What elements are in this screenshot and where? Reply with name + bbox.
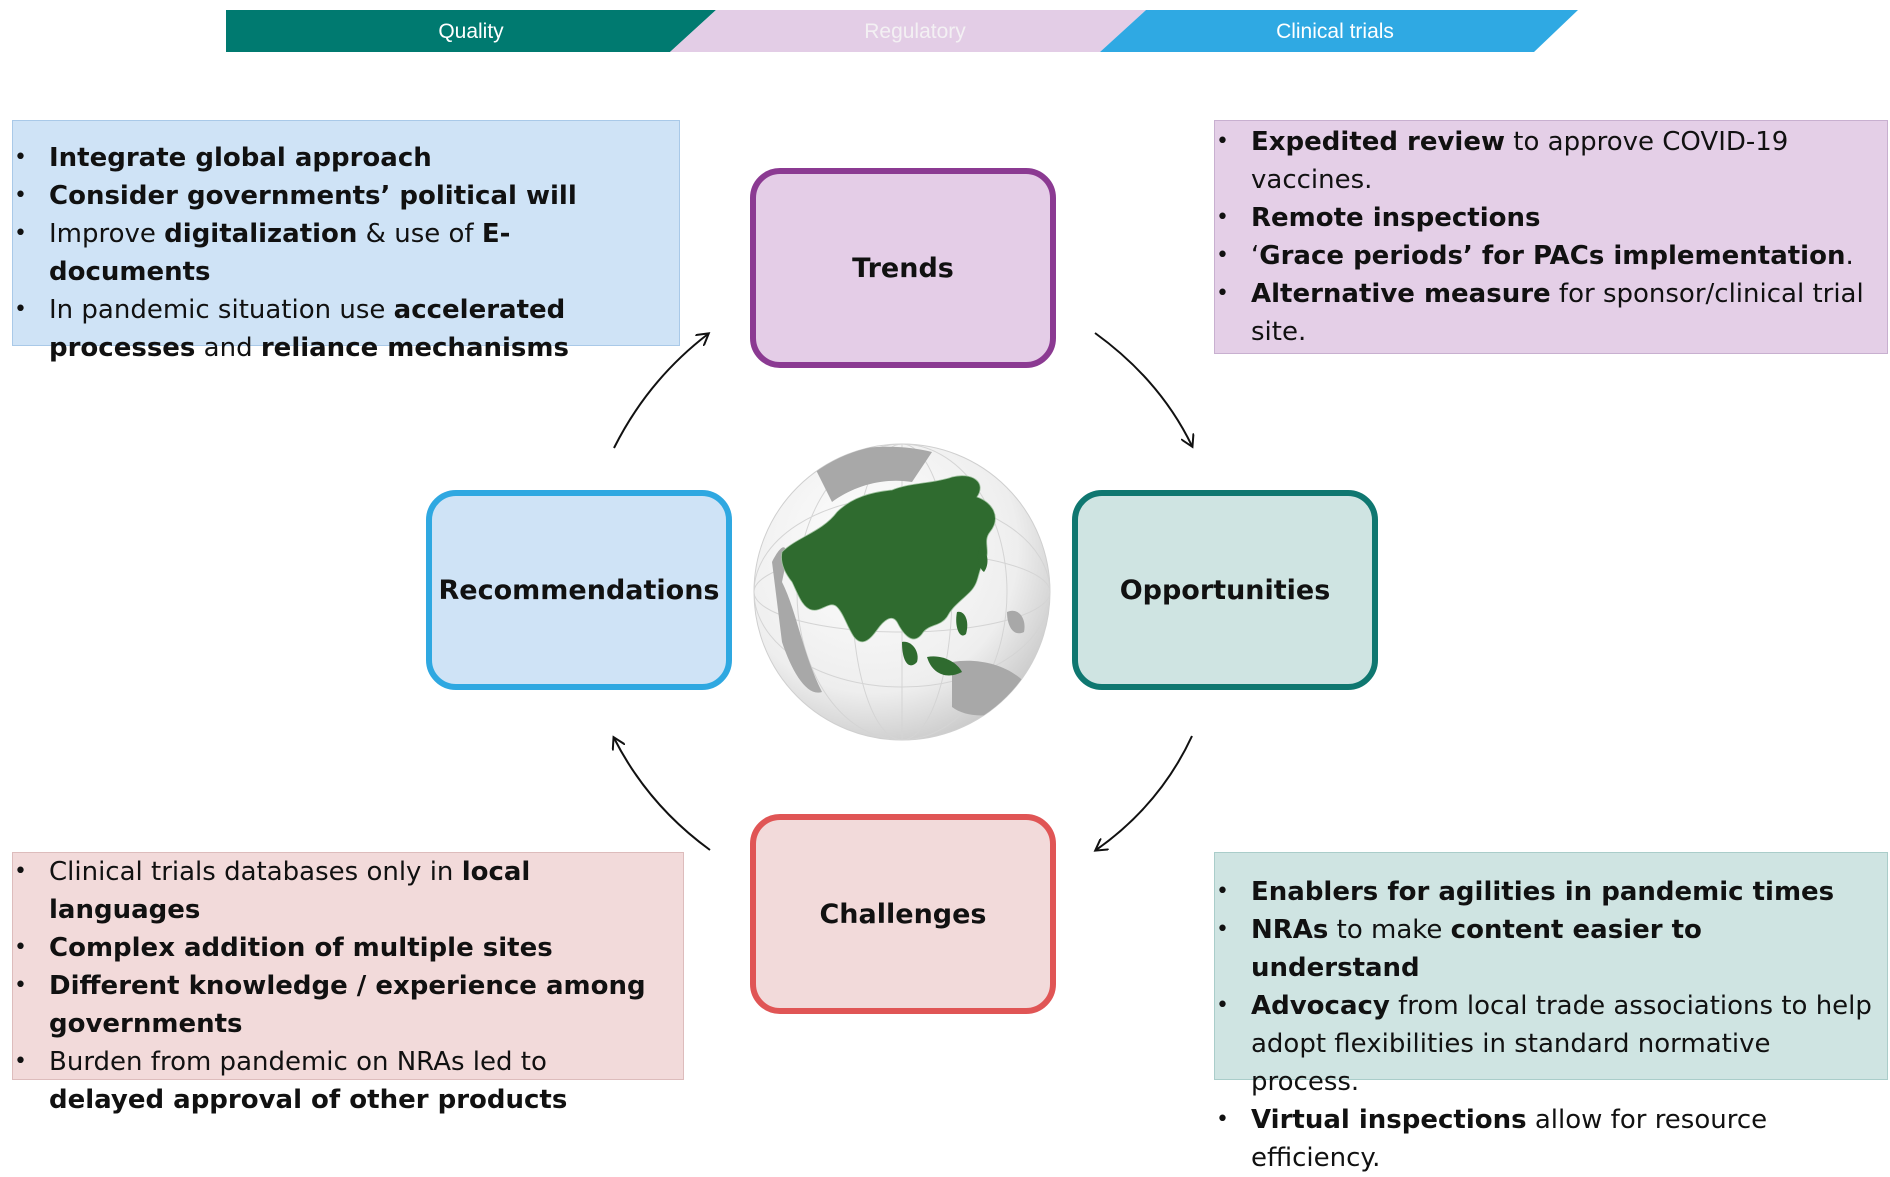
arrow-challenges-to-recommendations <box>614 738 711 851</box>
opportunities-bullet: Virtual inspections allow for resource e… <box>1216 1101 1873 1177</box>
recommendations-bullet-text: E-documents <box>49 219 511 287</box>
recommendations-bullet-text: Improve <box>49 219 165 249</box>
cycle-arrows <box>0 0 1890 1080</box>
node-challenges-label: Challenges <box>819 898 987 930</box>
opportunities-bullet: NRAs to make content easier to understan… <box>1216 911 1873 987</box>
recommendations-bullet: Consider governments’ political will <box>14 177 665 215</box>
recommendations-bullet-text: & use of <box>357 219 482 249</box>
arrow-recommendations-to-trends <box>613 334 708 449</box>
challenges-bullet-text: Complex addition of multiple sites <box>49 933 553 963</box>
trends-list: Expedited review to approve COVID-19 vac… <box>1216 123 1873 351</box>
trends-bullet-text: Grace periods’ for PACs implementation <box>1259 241 1846 271</box>
trends-bullet-text: to approve COVID-19 vaccines. <box>1251 127 1789 195</box>
opportunities-bullet: Enablers for agilities in pandemic times <box>1216 873 1873 911</box>
recommendations-bullet-text: accelerated processes <box>49 295 566 363</box>
node-opportunities-label: Opportunities <box>1119 574 1331 606</box>
recommendations-bullet-text: Integrate global approach <box>49 143 432 173</box>
node-recommendations-label: Recommendations <box>438 574 720 606</box>
node-challenges: Challenges <box>750 814 1056 1014</box>
tab-regulatory-shape <box>670 10 1146 52</box>
trends-bullet-text: ‘ <box>1251 241 1260 271</box>
recommendations-bullet: In pandemic situation use accelerated pr… <box>14 291 665 367</box>
tab-regulatory: Regulatory <box>864 20 966 43</box>
recommendations-bullet: Integrate global approach <box>14 139 665 177</box>
trends-bullet-text: Remote inspections <box>1251 203 1541 233</box>
tab-quality: Quality <box>438 20 504 43</box>
trends-bullet: Expedited review to approve COVID-19 vac… <box>1216 123 1873 199</box>
trends-bullet-text: Expedited review <box>1251 127 1505 157</box>
opportunities-bullet-text: NRAs <box>1251 915 1329 945</box>
challenges-bullet-text: Burden from pandemic on NRAs led to <box>49 1047 547 1077</box>
trends-panel: Expedited review to approve COVID-19 vac… <box>1214 120 1888 354</box>
process-tab-bar <box>226 10 1578 52</box>
recommendations-bullet-text: In pandemic situation use <box>49 295 394 325</box>
challenges-list: Clinical trials databases only in local … <box>14 853 669 1119</box>
globe-asia-map <box>753 443 1051 741</box>
trends-bullet-text: Alternative measure <box>1251 279 1551 309</box>
recommendations-bullet-text: digitalization <box>164 219 358 249</box>
arrow-trends-to-opportunities <box>1094 332 1192 446</box>
node-trends-label: Trends <box>852 252 954 284</box>
challenges-bullet: Complex addition of multiple sites <box>14 929 669 967</box>
trends-bullet-text: for sponsor/clinical trial site. <box>1251 279 1864 347</box>
challenges-bullet: Clinical trials databases only in local … <box>14 853 669 929</box>
trends-bullet: ‘Grace periods’ for PACs implementation. <box>1216 237 1873 275</box>
challenges-bullet-text: Clinical trials databases only in <box>49 857 462 887</box>
trends-bullet: Alternative measure for sponsor/clinical… <box>1216 275 1873 351</box>
opportunities-bullet-text: content easier to understand <box>1251 915 1702 983</box>
challenges-panel: Clinical trials databases only in local … <box>12 852 684 1115</box>
recommendations-bullet-text: Consider governments’ political will <box>49 181 577 211</box>
opportunities-bullet-text: Advocacy <box>1251 991 1390 1021</box>
node-recommendations: Recommendations <box>426 490 732 690</box>
opportunities-bullet-text: to make <box>1328 915 1451 945</box>
challenges-bullet-text: Different knowledge / experience among g… <box>49 971 646 1039</box>
recommendations-list: Integrate global approachConsider govern… <box>14 139 665 367</box>
tab-clinical-trials-shape <box>1100 10 1578 52</box>
recommendations-panel: Integrate global approachConsider govern… <box>12 120 680 363</box>
challenges-bullet-text: local languages <box>49 857 531 925</box>
challenges-bullet-text: delayed approval of other products <box>49 1085 568 1115</box>
node-opportunities: Opportunities <box>1072 490 1378 690</box>
challenges-bullet: Different knowledge / experience among g… <box>14 967 669 1043</box>
opportunities-bullet-text: Virtual inspections <box>1251 1105 1527 1135</box>
asia-landmass <box>781 475 996 643</box>
node-trends: Trends <box>750 168 1056 368</box>
recommendations-bullet: Improve digitalization & use of E-docume… <box>14 215 665 291</box>
arrow-opportunities-to-challenges <box>1096 735 1193 850</box>
opportunities-bullet-text: Enablers for agilities in pandemic times <box>1251 877 1835 907</box>
recommendations-bullet-text: reliance mechanisms <box>260 333 569 363</box>
tab-quality-shape <box>226 10 716 52</box>
tab-clinical-trials: Clinical trials <box>1276 20 1394 43</box>
trends-bullet: Remote inspections <box>1216 199 1873 237</box>
trends-bullet-text: . <box>1845 241 1854 271</box>
recommendations-bullet-text: and <box>195 333 261 363</box>
